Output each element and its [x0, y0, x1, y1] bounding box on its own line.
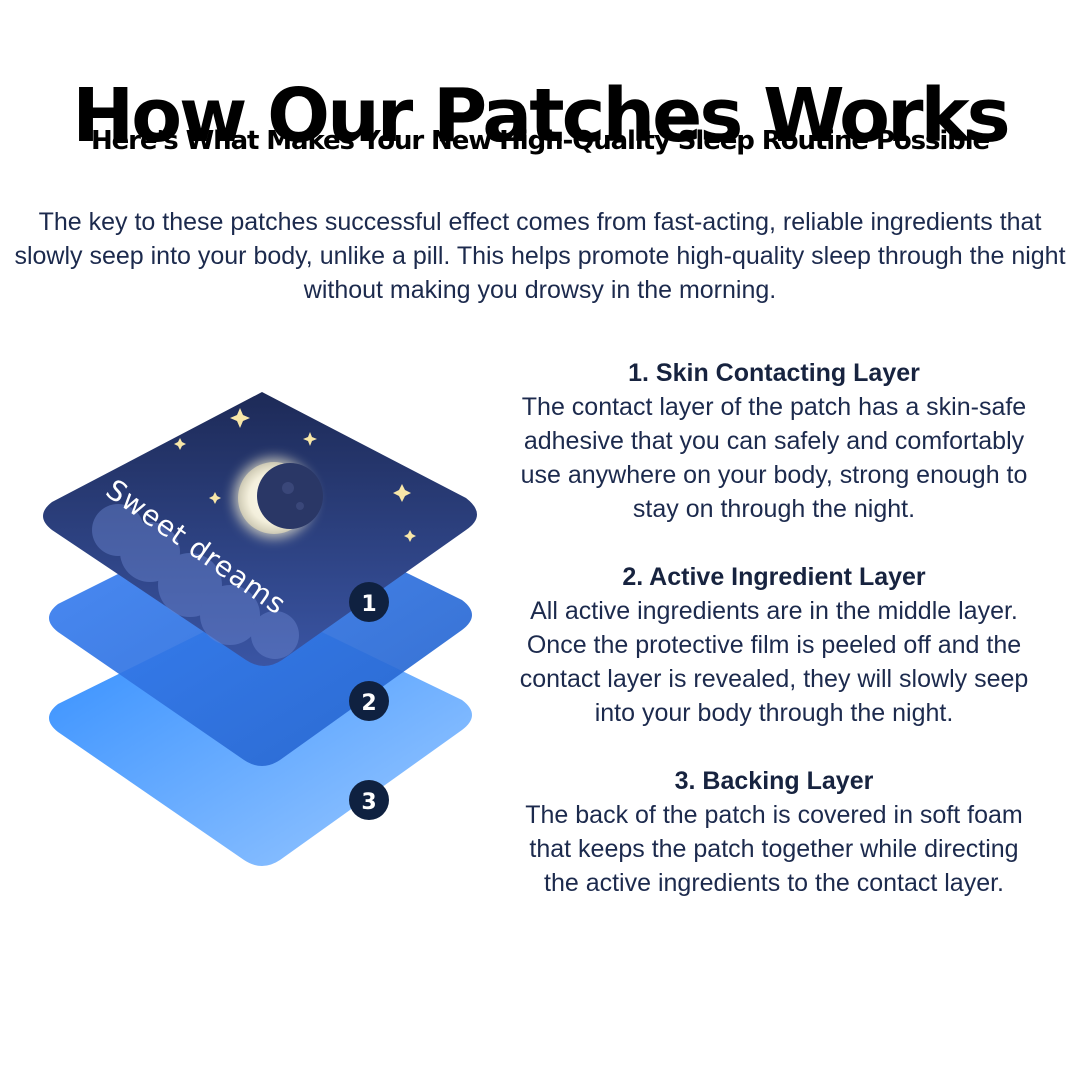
layer-description-2: 2. Active Ingredient Layer All active in…	[512, 560, 1036, 730]
page-subtitle: Here's What Makes Your New High-Quality …	[90, 126, 990, 156]
layer-heading: 2. Active Ingredient Layer	[622, 563, 926, 591]
layer-heading: 1. Skin Contacting Layer	[628, 359, 920, 387]
moon-icon	[234, 458, 323, 538]
layer-marker-2: 2	[349, 681, 389, 721]
page-title: How Our Patches Works	[72, 72, 1010, 159]
svg-text:3: 3	[361, 790, 376, 815]
layer-marker-1: 1	[349, 582, 389, 622]
intro-paragraph: The key to these patches successful effe…	[14, 208, 1066, 304]
layer-marker-3: 3	[349, 780, 389, 820]
patch-layers-illustration: Sweet dreams 1 2 3	[30, 380, 500, 880]
layer-descriptions: 1. Skin Contacting Layer The contact lay…	[512, 356, 1036, 934]
star-icons	[174, 408, 416, 542]
layer-body: All active ingredients are in the middle…	[519, 597, 1029, 727]
layer-body: The back of the patch is covered in soft…	[525, 801, 1023, 897]
layer-description-1: 1. Skin Contacting Layer The contact lay…	[512, 356, 1036, 526]
svg-text:1: 1	[361, 592, 376, 617]
cloud-decoration	[92, 504, 299, 659]
layer-heading: 3. Backing Layer	[674, 767, 874, 795]
layer-body: The contact layer of the patch has a ski…	[520, 393, 1028, 523]
patch-layers-svg: Sweet dreams 1 2 3	[43, 392, 477, 866]
svg-text:2: 2	[361, 691, 376, 716]
layer-description-3: 3. Backing Layer The back of the patch i…	[512, 764, 1036, 900]
